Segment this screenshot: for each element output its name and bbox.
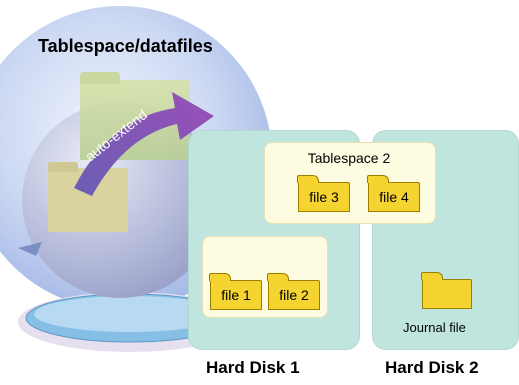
tablespace-2-label: Tablespace 2 bbox=[307, 150, 391, 166]
pointer-arrow-icon bbox=[18, 242, 42, 256]
file-3-folder: file 3 bbox=[297, 175, 350, 212]
hard-disk-2-label: Hard Disk 2 bbox=[385, 358, 479, 377]
folder-tab-icon bbox=[267, 273, 289, 281]
diagram-title: Tablespace/datafiles bbox=[38, 36, 213, 56]
file-2-label: file 2 bbox=[268, 280, 320, 310]
pedestal-top bbox=[34, 296, 226, 332]
folder-tab-icon bbox=[209, 273, 231, 281]
file-3-label: file 3 bbox=[298, 182, 350, 212]
auto-extend-arrow bbox=[74, 92, 214, 196]
hard-disk-1-label: Hard Disk 1 bbox=[206, 358, 300, 377]
journal-file-label: Journal file bbox=[403, 320, 466, 335]
file-1-label: file 1 bbox=[210, 280, 262, 310]
folder-tab-icon bbox=[367, 175, 389, 183]
file-2-folder: file 2 bbox=[267, 273, 320, 310]
file-1-folder: file 1 bbox=[209, 273, 262, 310]
folder-tab-icon bbox=[297, 175, 319, 183]
file-4-folder: file 4 bbox=[367, 175, 420, 212]
journal-folder-icon bbox=[421, 272, 472, 309]
file-4-label: file 4 bbox=[368, 182, 420, 212]
folder-tab-icon bbox=[421, 272, 443, 280]
